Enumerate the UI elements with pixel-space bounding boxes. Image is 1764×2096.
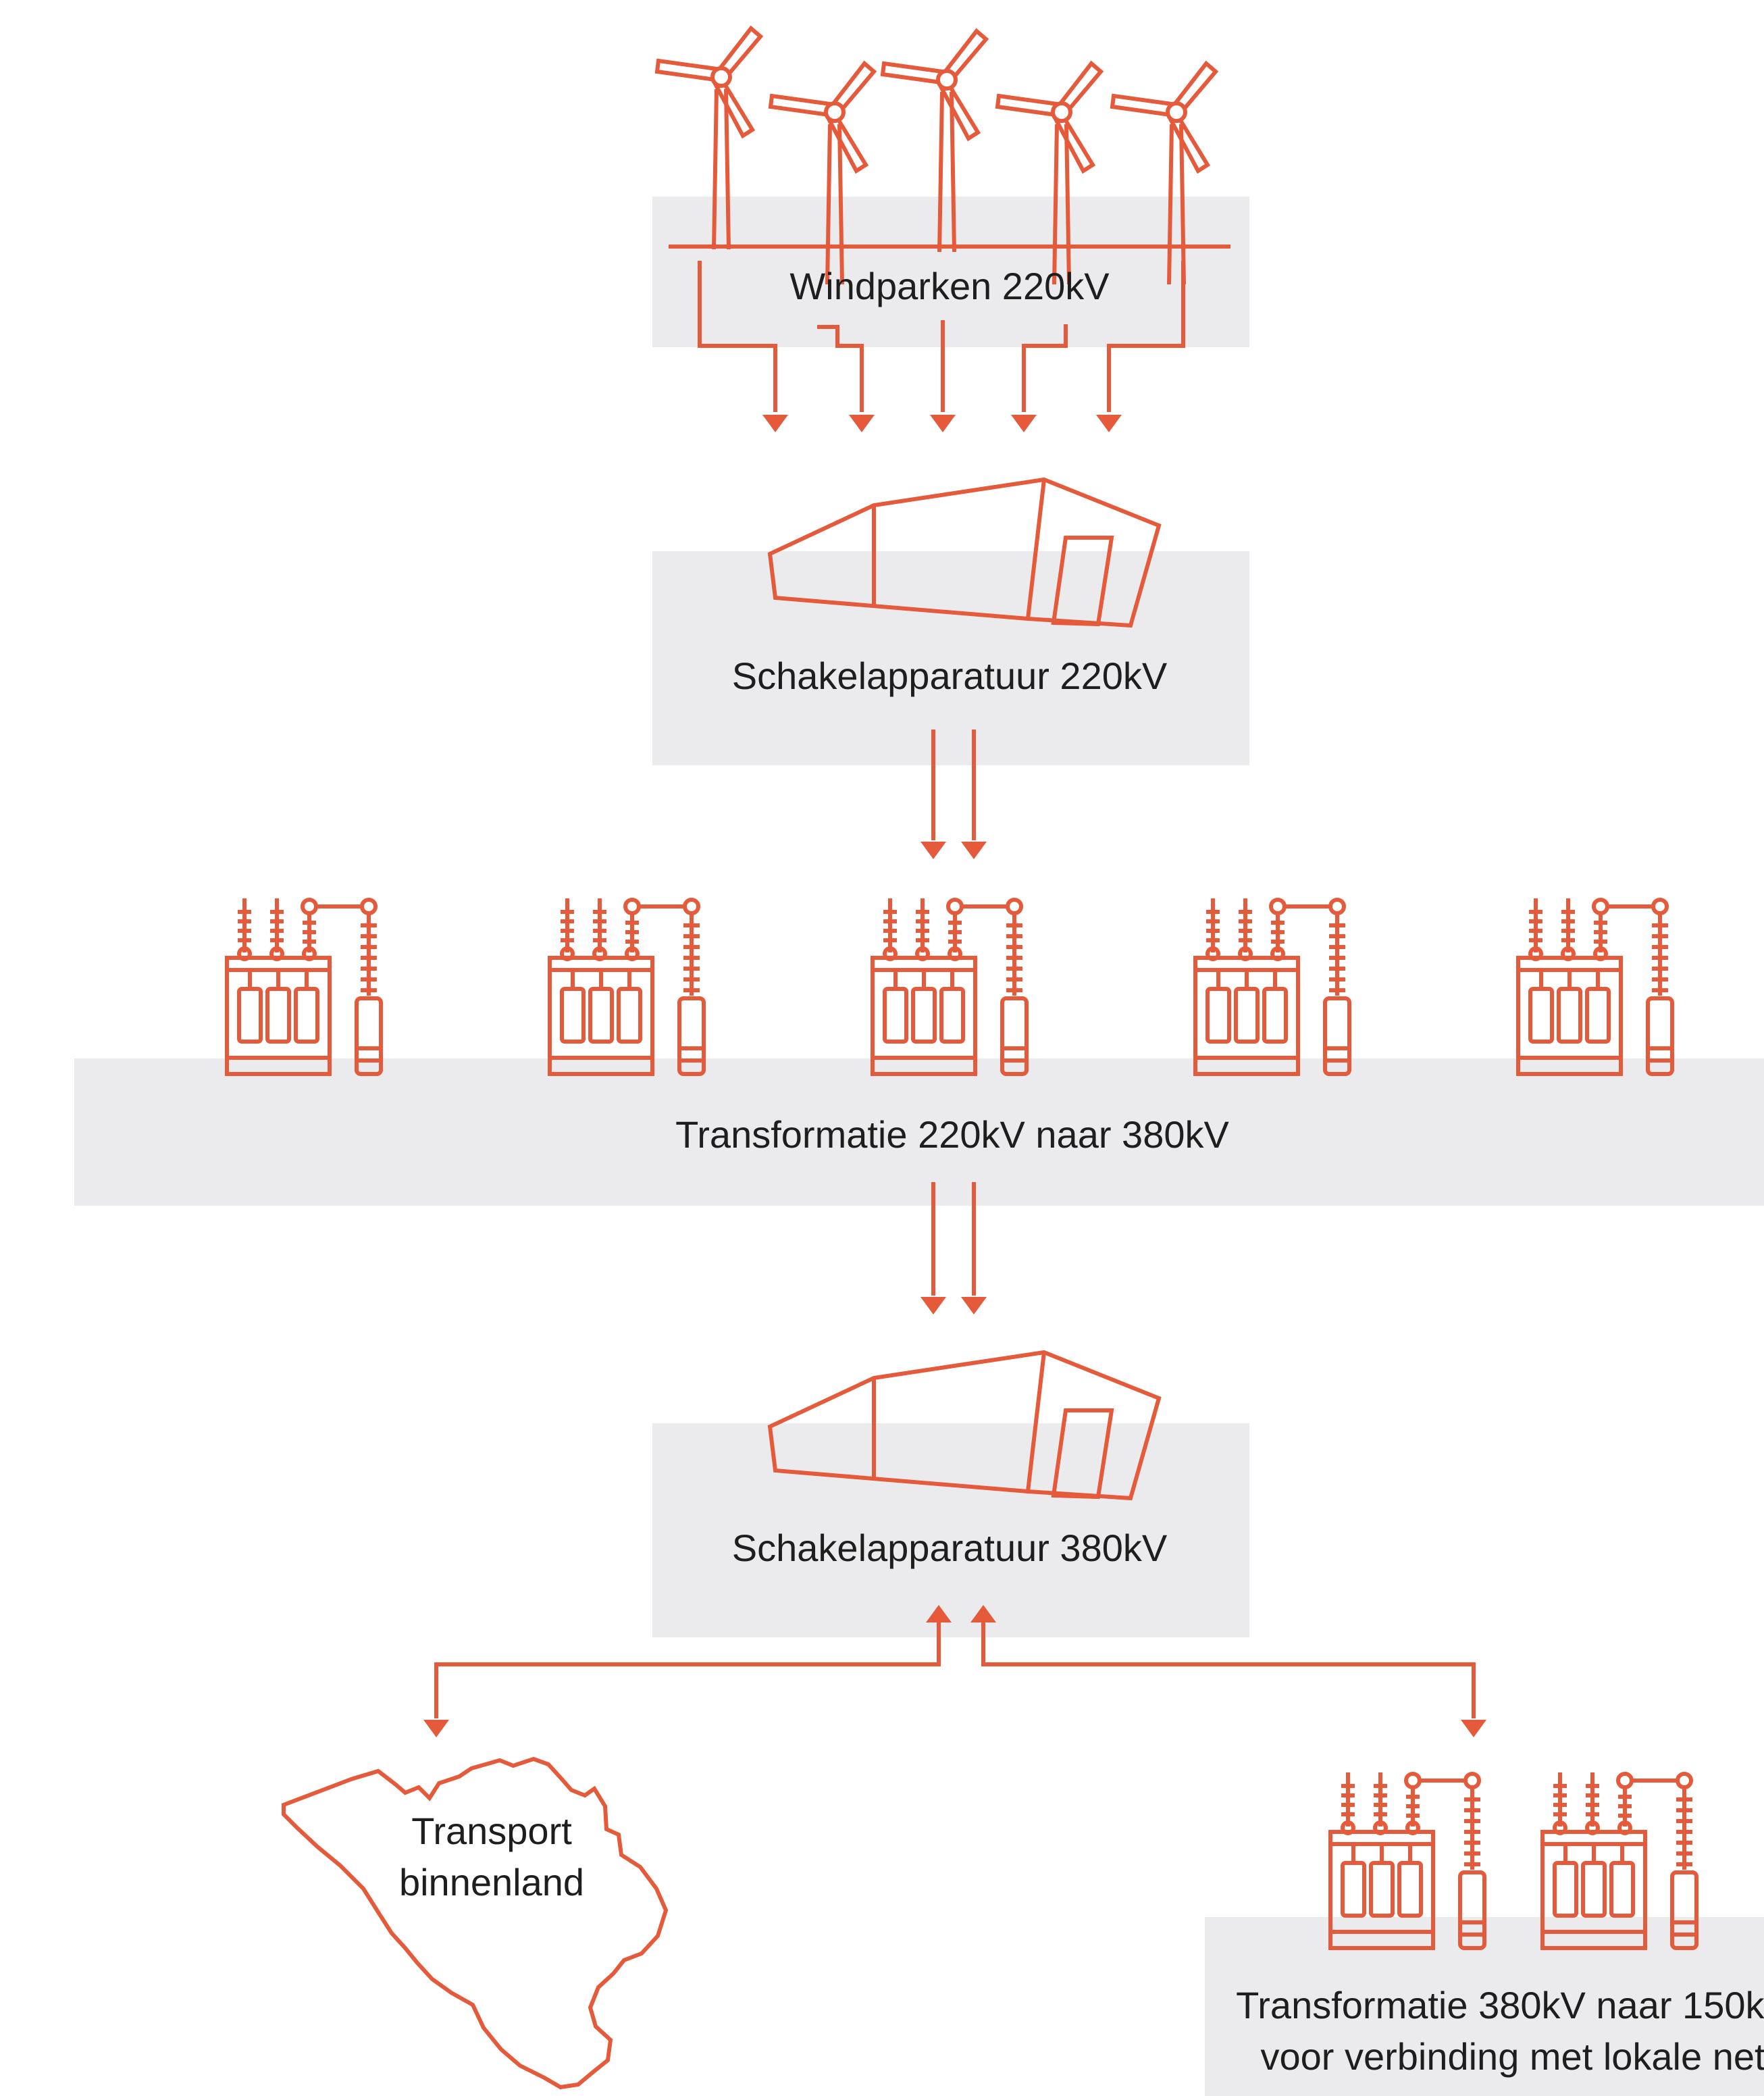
transform-380-150-node: Transformatie 380kV naar 150kV voor verb…: [1205, 1772, 1764, 2096]
windparks-label: Windparken 220kV: [789, 265, 1110, 307]
transform-to-switchgear-arrows: [920, 1182, 987, 1314]
switchgear-220-label: Schakelapparatuur 220kV: [732, 655, 1168, 697]
transport-label-line1: Transport: [411, 1810, 572, 1852]
transform-220-380-label: Transformatie 220kV naar 380kV: [675, 1113, 1229, 1156]
transformer-icon: [227, 898, 1672, 1074]
switchgear-380-node: Schakelapparatuur 380kV: [652, 1352, 1249, 1637]
windparks-node: Windparken 220kV: [652, 28, 1249, 347]
transform-220-380-panel: [74, 1058, 1764, 1206]
transform-380-150-label-line1: Transformatie 380kV naar 150kV: [1236, 1984, 1764, 2026]
transport-node: Transport binnenland: [282, 1756, 669, 2090]
transport-label-line2: binnenland: [399, 1861, 584, 1903]
belgium-map-icon: [282, 1756, 669, 2090]
windparks-panel: [652, 197, 1249, 347]
wind-to-switchgear-arrows: [698, 261, 1185, 432]
transform-220-380-node: Transformatie 220kV naar 380kV: [74, 898, 1764, 1206]
switchgear-380-label: Schakelapparatuur 380kV: [732, 1527, 1168, 1569]
transform-380-150-label-line2: voor verbinding met lokale net: [1260, 2035, 1764, 2078]
switchgear-380-panel: [652, 1423, 1249, 1637]
switchgear-to-transform-arrows: [920, 730, 987, 859]
switchgear-220-node: Schakelapparatuur 220kV: [652, 480, 1249, 765]
switchgear-380-output-arrows: [423, 1605, 1486, 1737]
switchgear-220-panel: [652, 551, 1249, 765]
